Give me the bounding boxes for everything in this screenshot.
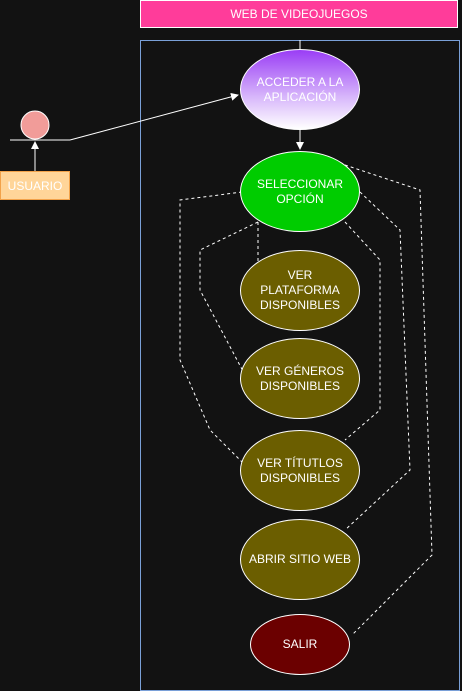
select-to-titulos-right-link [344,221,381,441]
select-to-sitio-link [344,191,411,531]
usecase-seleccionar-opcion[interactable]: SELECCIONAR OPCIÓN [240,151,360,232]
system-title: WEB DE VIDEOJUEGOS [140,0,458,28]
usecase-acceder-aplicacion[interactable]: ACCEDER A LA APLICACIÓN [240,49,360,130]
select-to-titulos-link [179,191,246,466]
select-to-salir-link [344,164,433,636]
actor-head [20,110,50,140]
usecase-ver-plataforma[interactable]: VER PLATAFORMA DISPONIBLES [240,250,360,331]
actor-label: USUARIO [0,171,70,200]
actor-to-access-arrow [69,92,239,141]
select-to-generos-link [199,221,259,376]
usecase-ver-generos[interactable]: VER GÉNEROS DISPONIBLES [240,338,360,419]
usecase-abrir-sitio-web[interactable]: ABRIR SITIO WEB [240,519,360,600]
usecase-salir[interactable]: SALIR [250,614,350,675]
usecase-ver-titulos[interactable]: VER TÍTUTLOS DISPONIBLES [240,430,360,511]
